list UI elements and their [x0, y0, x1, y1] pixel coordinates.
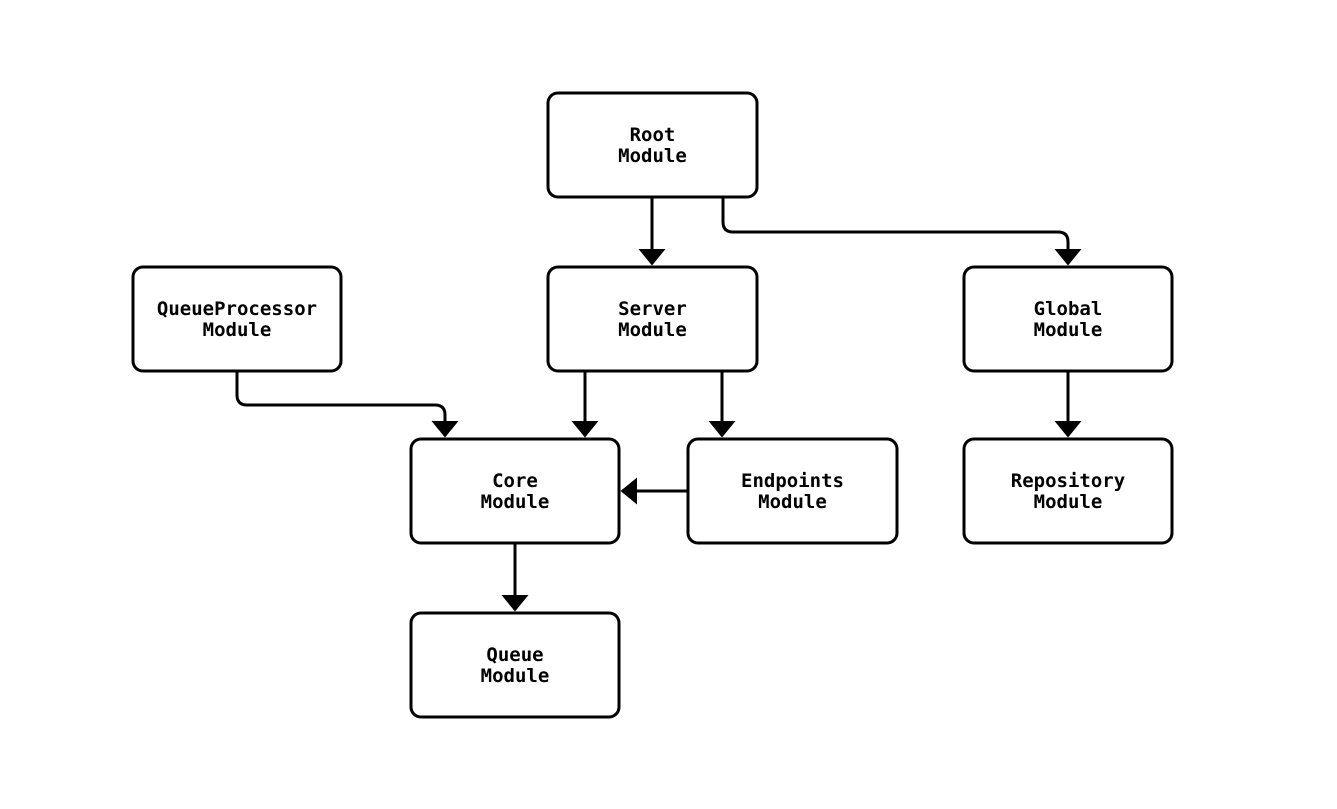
node-label-line: Global: [1034, 298, 1103, 320]
node-label-line: QueueProcessor: [157, 298, 317, 320]
node-box-queue-module: [409, 611, 621, 719]
node-label-line: Core: [492, 470, 538, 492]
node-label-line: Module: [481, 491, 550, 513]
node-box-queueprocessor-module: [131, 265, 343, 373]
node-label-line: Module: [203, 319, 272, 341]
node-box-root-module: [546, 91, 759, 199]
node-label-line: Module: [618, 145, 687, 167]
node-label-line: Server: [618, 298, 687, 320]
edge-root-module-to-global-module: [721, 197, 1082, 266]
node-label-line: Root: [630, 124, 676, 146]
node-box-endpoints-module: [686, 437, 899, 545]
node-box-global-module: [962, 265, 1174, 373]
node-box-core-module: [409, 437, 621, 545]
node-box-server-module: [546, 265, 759, 373]
node-label-line: Module: [1034, 491, 1103, 513]
edges-layer: [235, 197, 1082, 612]
node-label-line: Module: [758, 491, 827, 513]
node-label-line: Module: [1034, 319, 1103, 341]
node-label-line: Repository: [1011, 470, 1125, 492]
node-label-line: Module: [618, 319, 687, 341]
edge-queueprocessor-module-to-core-module: [235, 371, 459, 438]
node-box-repository-module: [962, 437, 1174, 545]
node-label-line: Queue: [486, 644, 543, 666]
node-label-line: Endpoints: [741, 470, 844, 492]
node-label-line: Module: [481, 665, 550, 687]
